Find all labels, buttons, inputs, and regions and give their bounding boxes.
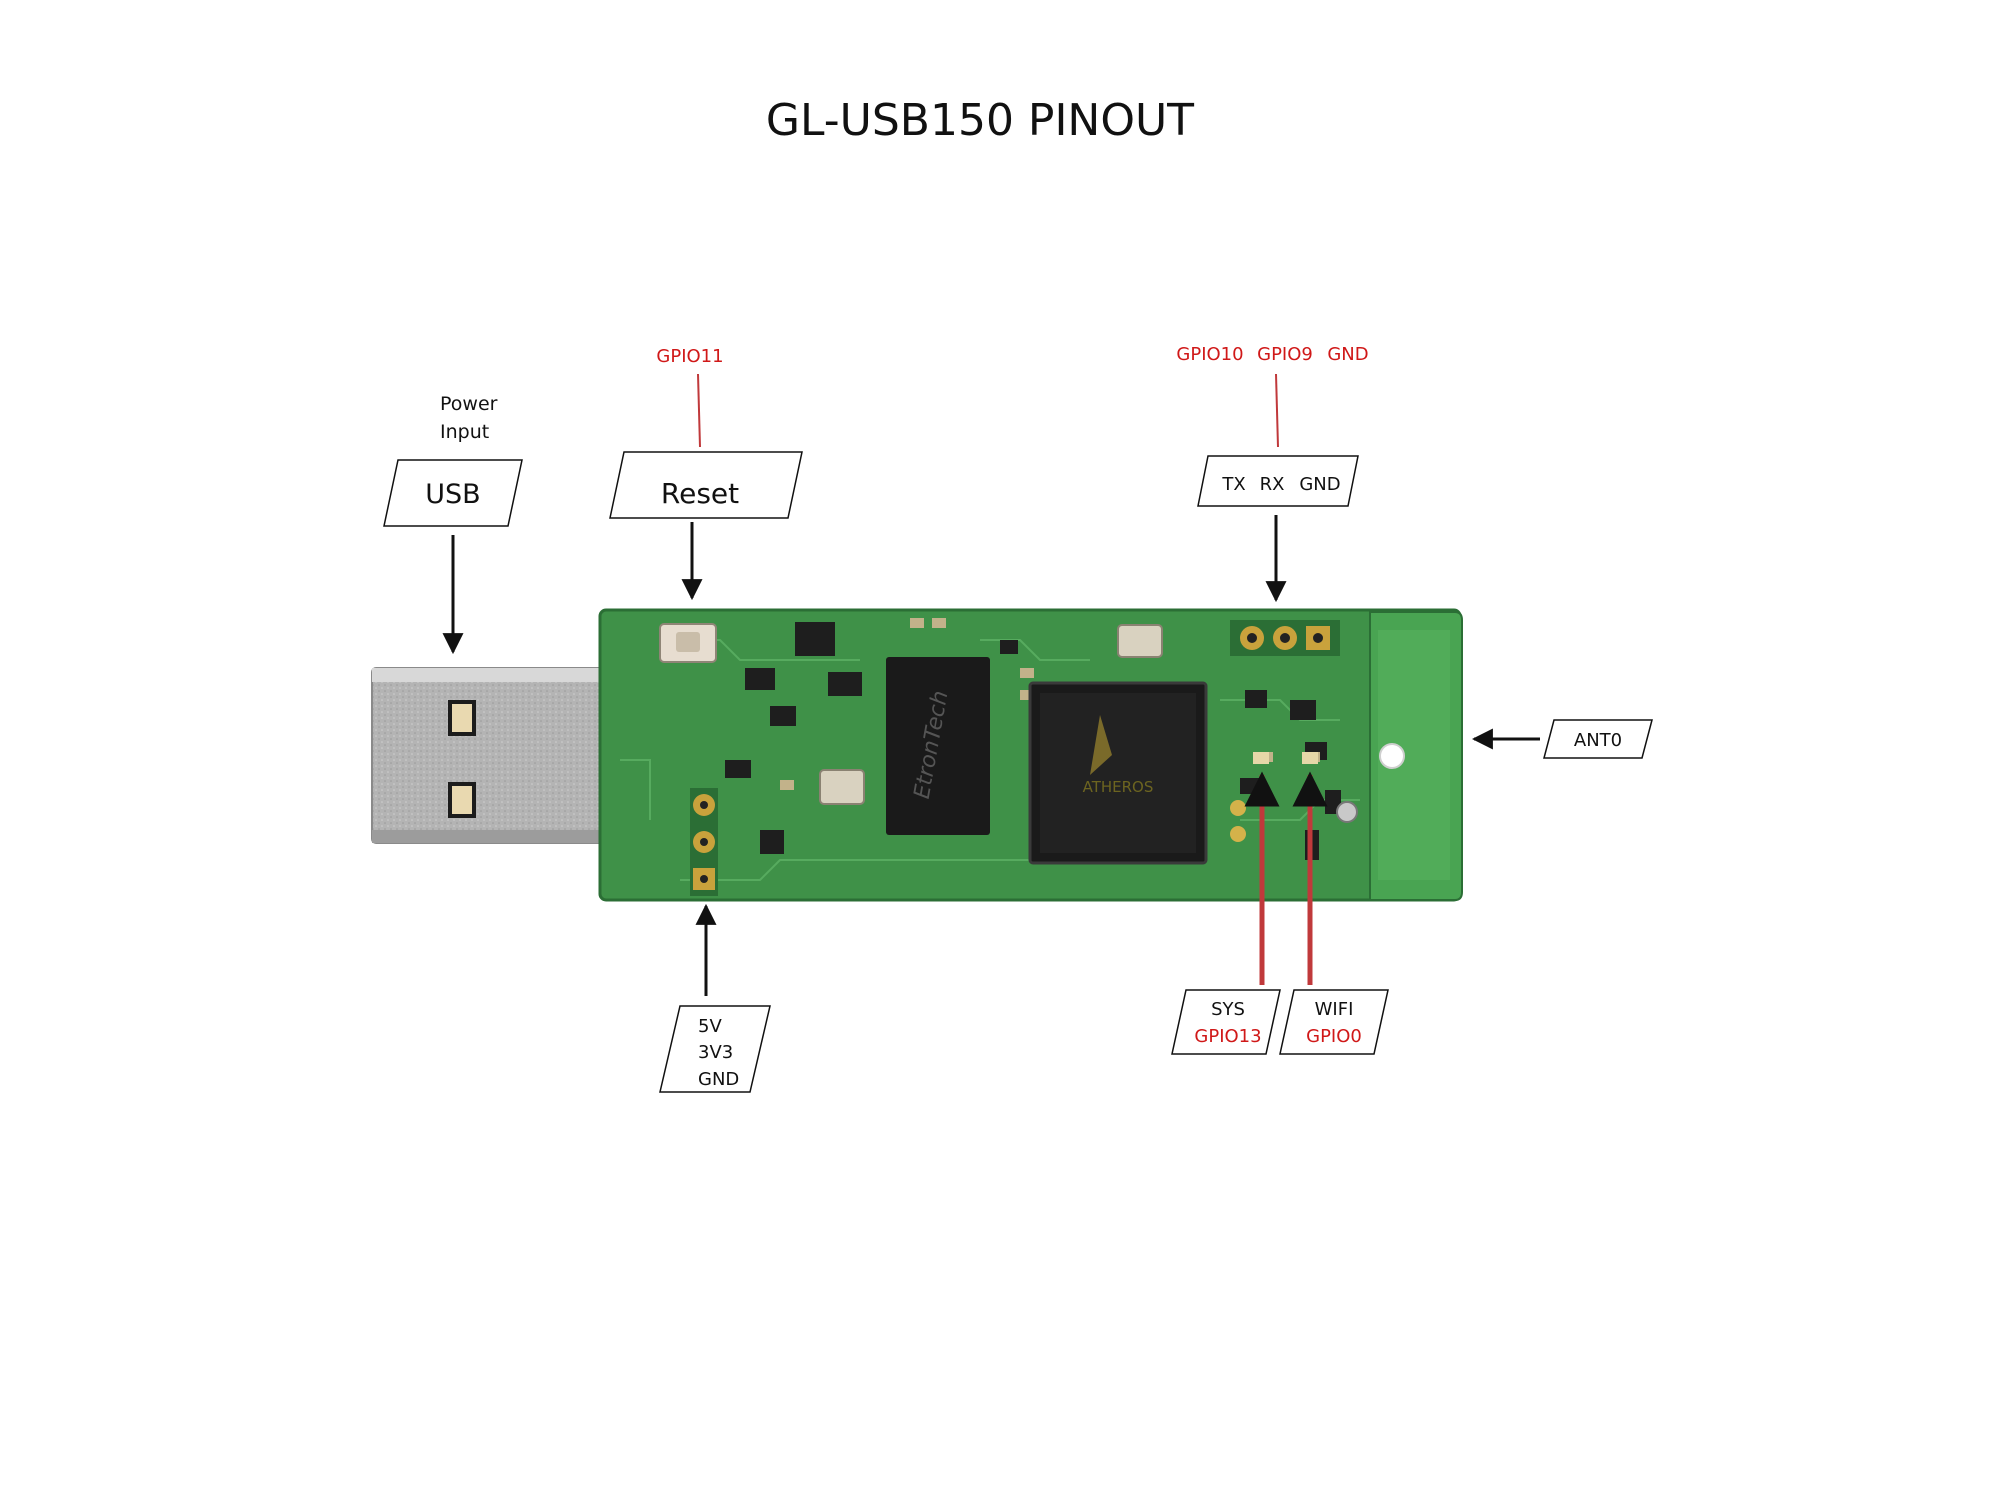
wifi-label: WIFI <box>1315 999 1354 1020</box>
reset-label-box <box>609 451 803 519</box>
soc-chip-label: ATHEROS <box>1083 778 1154 796</box>
uart-rx-gpio-label: GPIO9 <box>1257 344 1313 365</box>
power-gnd-label: GND <box>698 1069 739 1090</box>
uart-rx-label: RX <box>1260 474 1285 495</box>
ant-label: ANT0 <box>1574 730 1622 751</box>
wifi-label-box <box>1279 989 1389 1055</box>
uart-gnd-label: GND <box>1299 474 1340 495</box>
sys-gpio-label: GPIO13 <box>1194 1026 1261 1047</box>
ant-label-box <box>1543 719 1653 759</box>
sys-label-box <box>1171 989 1281 1055</box>
uart-label-box <box>1197 455 1359 507</box>
page-title: GL-USB150 PINOUT <box>766 95 1194 146</box>
power-input-label-line2: Input <box>440 421 489 443</box>
uart-gnd-gpio-label: GND <box>1327 344 1368 365</box>
reset-label: Reset <box>661 477 739 510</box>
memory-chip: EtronTech <box>886 657 990 835</box>
power-3v3-label: 3V3 <box>698 1042 733 1063</box>
wifi-led <box>1302 752 1318 764</box>
sys-label: SYS <box>1211 999 1245 1020</box>
reset-gpio-label: GPIO11 <box>656 346 723 367</box>
reset-gpio-leader <box>697 373 701 448</box>
usb-label: USB <box>425 479 480 510</box>
sys-led <box>1253 752 1269 764</box>
uart-tx-label: TX <box>1221 474 1245 495</box>
power-5v-label: 5V <box>698 1016 722 1037</box>
uart-header-pads <box>1230 620 1340 656</box>
power-label-box <box>659 1005 771 1093</box>
wifi-gpio-label: GPIO0 <box>1306 1026 1362 1047</box>
uart-gpio-leader <box>1275 373 1279 448</box>
usb-label-box <box>383 459 523 527</box>
usb-plug-icon <box>371 667 648 844</box>
pcb-board: EtronTech ATHEROS <box>371 608 1463 902</box>
uart-tx-gpio-label: GPIO10 <box>1176 344 1243 365</box>
power-input-label-line1: Power <box>440 393 498 415</box>
soc-chip: ATHEROS <box>1028 681 1208 865</box>
push-button-icon <box>659 623 717 663</box>
power-header-pads <box>690 788 718 896</box>
